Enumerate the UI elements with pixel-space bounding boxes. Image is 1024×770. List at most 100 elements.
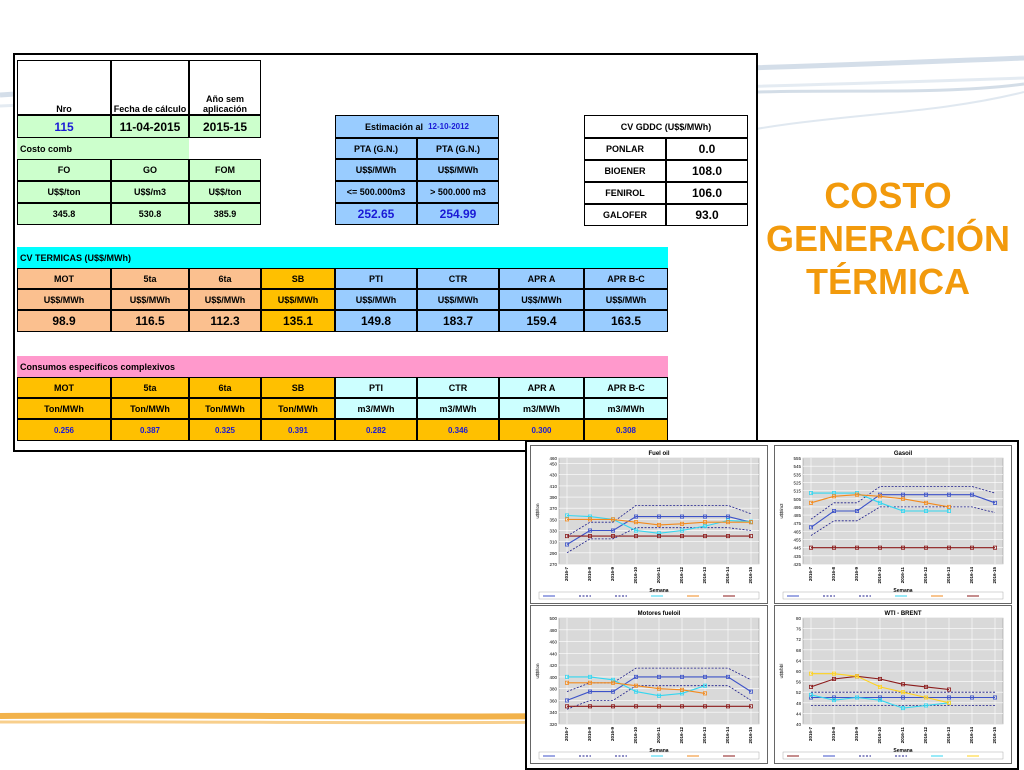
- data-point: [611, 517, 616, 522]
- y-tick-label: 390: [549, 495, 557, 500]
- data-point: [657, 693, 662, 698]
- data-point: [809, 525, 814, 530]
- y-tick-label: 380: [549, 687, 557, 692]
- chart-gasoil-svg: Gasoil4254354454554654754854955055155255…: [779, 451, 1004, 600]
- legend: [782, 591, 1004, 600]
- costo-unit-go: U$$/m3: [111, 181, 189, 203]
- costo-unit-fo: U$$/ton: [17, 181, 111, 203]
- data-point: [901, 690, 906, 695]
- x-tick-label: 2016-10: [633, 727, 638, 744]
- cv_termicas-columns-0: MOT: [17, 268, 111, 289]
- y-tick-label: 475: [793, 521, 801, 526]
- x-tick-label: 2016-14: [725, 567, 730, 584]
- data-point: [901, 545, 906, 550]
- y-axis-label: u$$/ton: [535, 503, 540, 519]
- data-point: [809, 695, 814, 700]
- series-line: [810, 675, 950, 691]
- data-point: [832, 509, 837, 514]
- consumos-units-0: Ton/MWh: [17, 398, 111, 419]
- data-point: [634, 689, 639, 694]
- estimacion-value-1: 252.65: [335, 203, 417, 225]
- consumos-columns-6: APR A: [499, 377, 584, 398]
- y-tick-label: 370: [549, 506, 557, 511]
- gddc-name-bioener: BIOENER: [584, 160, 666, 182]
- costo-col-fo: FO: [17, 159, 111, 181]
- data-point: [565, 517, 570, 522]
- data-point: [809, 692, 814, 697]
- data-point: [702, 683, 707, 688]
- chart-title: Motores fueloil: [638, 611, 681, 617]
- y-tick-label: 72: [796, 637, 802, 642]
- y-axis-label: u$$/ton: [535, 663, 540, 679]
- y-tick-label: 440: [549, 651, 557, 656]
- data-point: [992, 500, 997, 505]
- costo-col-fom: FOM: [189, 159, 261, 181]
- data-point: [725, 704, 730, 709]
- x-tick-label: 2016-12: [679, 727, 684, 744]
- y-tick-label: 420: [549, 663, 557, 668]
- data-point: [725, 520, 730, 525]
- slide-title: COSTO GENERACIÓN TÉRMICA: [752, 174, 1024, 303]
- chart-fuel-oil-svg: Fuel oil27029031033035037039041043045046…: [535, 451, 760, 600]
- y-tick-label: 555: [793, 456, 801, 461]
- costo-value-fo: 345.8: [17, 203, 111, 225]
- data-point: [702, 674, 707, 679]
- legend: [538, 751, 760, 760]
- y-tick-label: 480: [549, 628, 557, 633]
- data-point: [992, 545, 997, 550]
- nro-header-label: Nro: [56, 104, 72, 114]
- data-point: [855, 492, 860, 497]
- consumos-values-0: 0.256: [17, 419, 111, 441]
- y-tick-label: 340: [549, 710, 557, 715]
- gddc-value-bioener: 108.0: [666, 160, 748, 182]
- consumos-units-4: m3/MWh: [335, 398, 417, 419]
- cv_termicas-units-6: U$$/MWh: [499, 289, 584, 310]
- y-tick-label: 485: [793, 513, 801, 518]
- x-tick-label: 2016-9: [610, 727, 615, 742]
- x-axis-label: Semana: [649, 748, 668, 754]
- data-point: [748, 704, 753, 709]
- gddc-name-galofer: GALOFER: [584, 204, 666, 226]
- consumos-units-6: m3/MWh: [499, 398, 584, 419]
- fecha-header: Fecha de cálculo: [111, 60, 189, 115]
- series-line: [566, 676, 752, 701]
- estimacion-date: 12-10-2012: [428, 122, 469, 131]
- data-point: [901, 492, 906, 497]
- costo-value-go: 530.8: [111, 203, 189, 225]
- x-tick-label: 2016-12: [923, 567, 928, 584]
- x-tick-label: 2016-7: [564, 727, 569, 742]
- slide-title-line-1: COSTO: [824, 175, 952, 216]
- y-tick-label: 56: [796, 680, 802, 685]
- data-point: [901, 695, 906, 700]
- data-point: [748, 534, 753, 539]
- data-point: [679, 704, 684, 709]
- cv_termicas-columns-4: PTI: [335, 268, 417, 289]
- data-point: [611, 689, 616, 694]
- data-point: [611, 534, 616, 539]
- data-point: [946, 687, 951, 692]
- consumos-values-6: 0.300: [499, 419, 584, 441]
- fecha-value: 11-04-2015: [111, 115, 189, 138]
- x-tick-label: 2016-11: [656, 567, 661, 584]
- gddc-name-fenirol: FENIROL: [584, 182, 666, 204]
- data-point: [878, 698, 883, 703]
- data-point: [702, 704, 707, 709]
- data-point: [832, 698, 837, 703]
- slide-title-line-2: GENERACIÓN: [765, 218, 1011, 259]
- data-point: [923, 703, 928, 708]
- series-line: [810, 486, 996, 520]
- x-axis-label: Semana: [893, 748, 912, 754]
- y-tick-label: 400: [549, 675, 557, 680]
- cv_termicas-units-7: U$$/MWh: [584, 289, 668, 310]
- data-point: [565, 680, 570, 685]
- data-point: [588, 680, 593, 685]
- data-point: [992, 695, 997, 700]
- cv_termicas-values-2: 112.3: [189, 310, 261, 332]
- data-point: [901, 496, 906, 501]
- cv_termicas-values-7: 163.5: [584, 310, 668, 332]
- cv_termicas-columns-5: CTR: [417, 268, 499, 289]
- cv_termicas-columns-1: 5ta: [111, 268, 189, 289]
- data-point: [588, 689, 593, 694]
- consumos-columns-2: 6ta: [189, 377, 261, 398]
